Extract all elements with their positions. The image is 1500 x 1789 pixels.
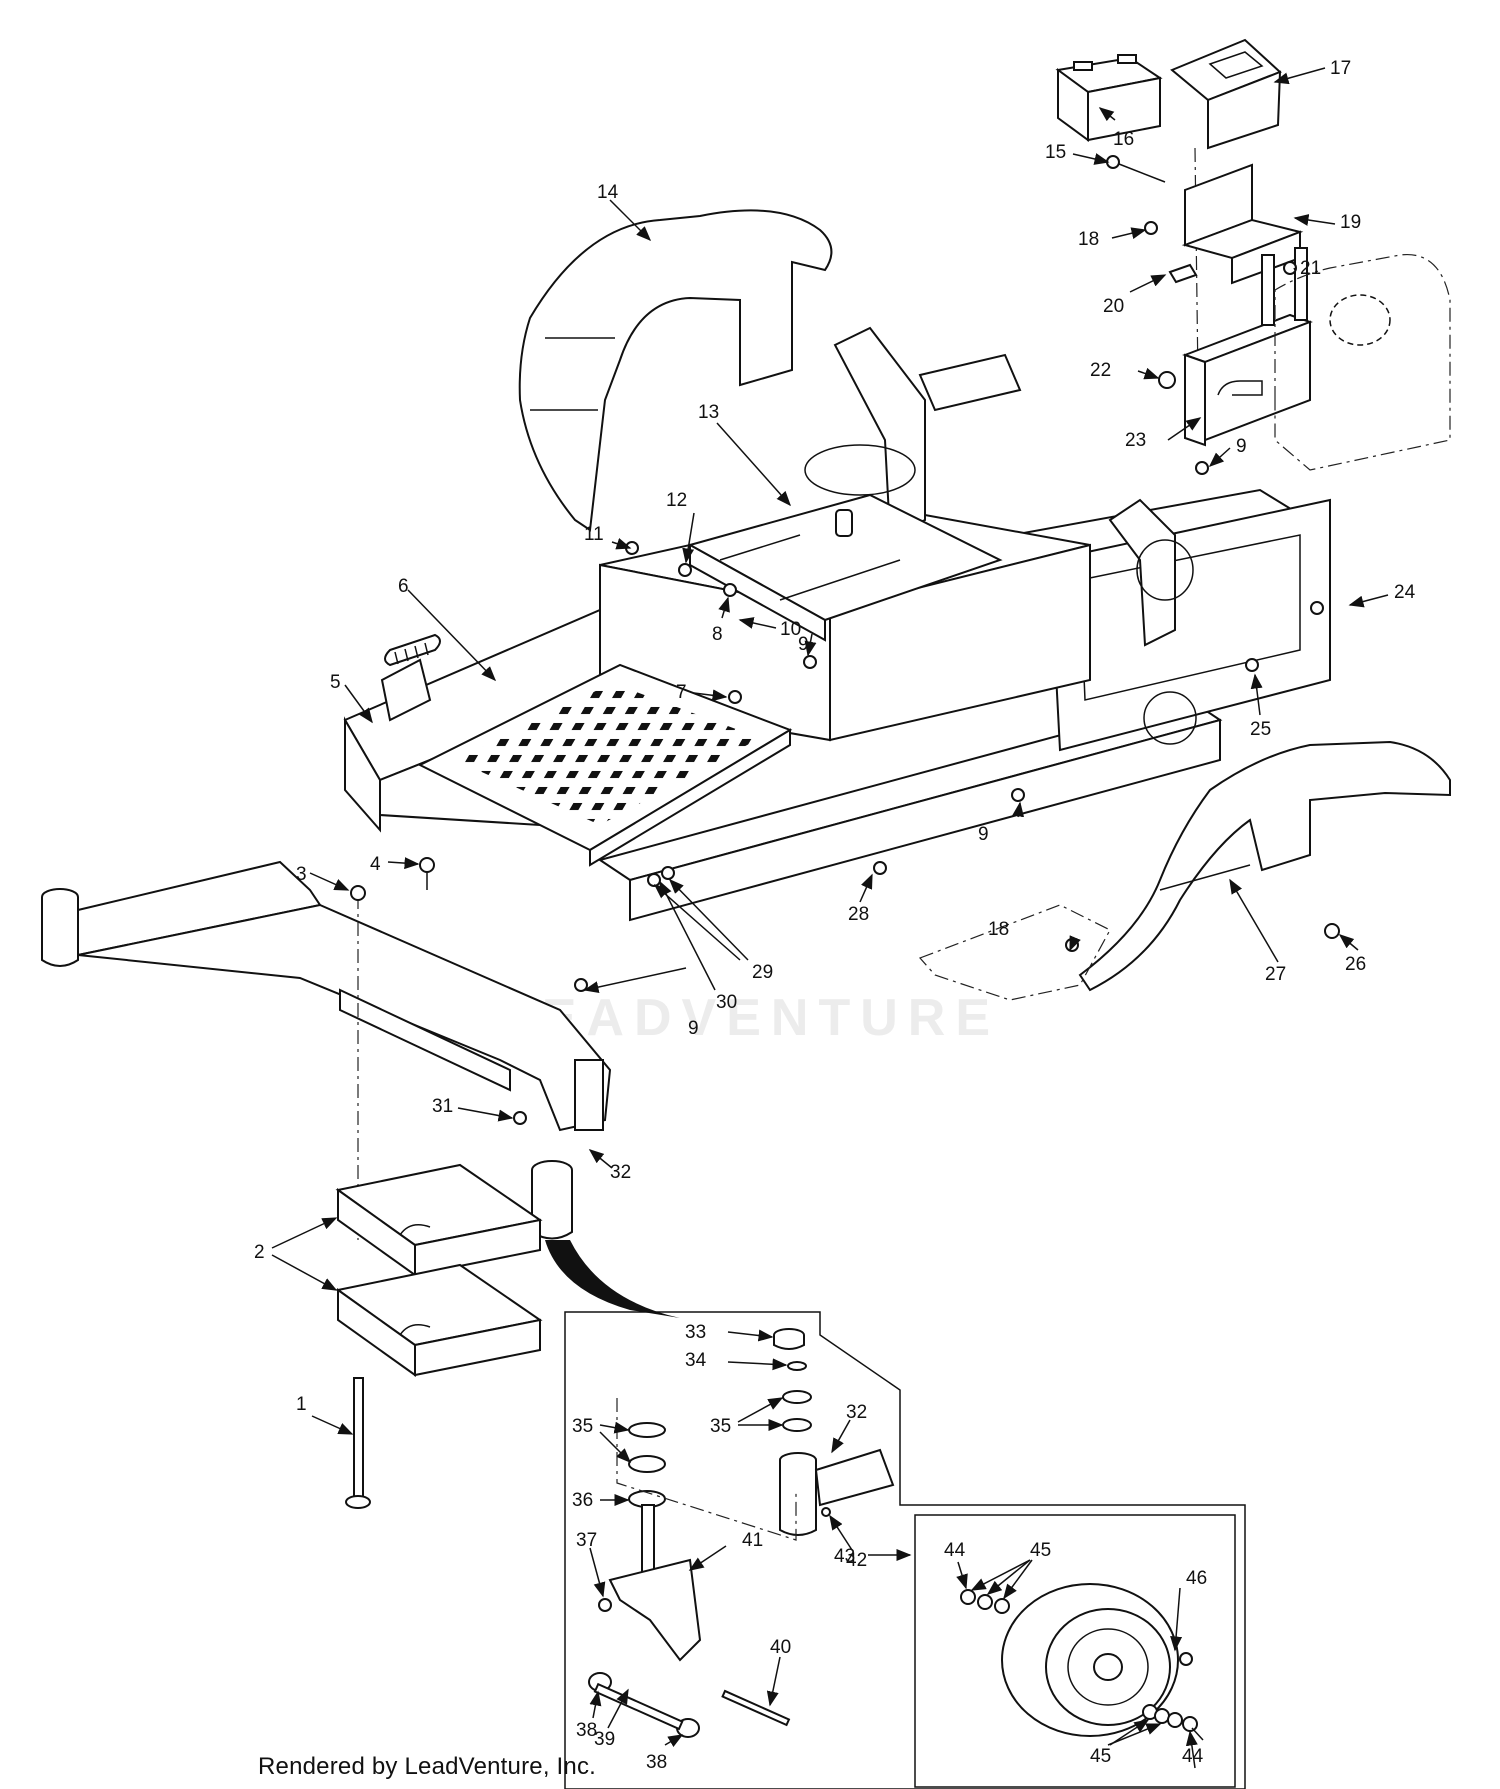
callout-16: 16 xyxy=(1113,129,1134,150)
battery xyxy=(1055,54,1163,142)
callout-labels: 1 2 3 4 5 6 7 8 9 10 11 12 13 14 15 16 1… xyxy=(254,58,1416,1773)
callout-40: 40 xyxy=(770,1637,791,1658)
callout-1: 1 xyxy=(296,1394,307,1415)
callout-33: 33 xyxy=(685,1322,706,1343)
callout-35b: 35 xyxy=(572,1416,593,1437)
callout-23: 23 xyxy=(1125,430,1146,451)
battery-bracket xyxy=(1181,163,1304,285)
callout-11: 11 xyxy=(584,524,604,545)
callout-7: 7 xyxy=(676,682,687,703)
callout-18a: 18 xyxy=(1078,229,1099,250)
callout-9b: 9 xyxy=(1236,436,1247,457)
callout-41: 41 xyxy=(742,1530,763,1551)
callout-45b: 45 xyxy=(1090,1746,1111,1767)
leader-lines xyxy=(271,67,1389,1769)
callout-15: 15 xyxy=(1045,142,1066,163)
callout-42: 42 xyxy=(846,1550,867,1571)
callout-29: 29 xyxy=(752,962,773,983)
callout-5: 5 xyxy=(330,672,341,693)
callout-39: 39 xyxy=(594,1729,615,1750)
long-bolt xyxy=(345,1377,371,1509)
callout-44b: 44 xyxy=(1182,1746,1204,1767)
callout-22: 22 xyxy=(1090,360,1111,381)
render-credit: Rendered by LeadVenture, Inc. xyxy=(258,1753,597,1780)
front-wheel xyxy=(960,1583,1198,1737)
callout-21: 21 xyxy=(1300,258,1321,279)
front-weights xyxy=(335,1163,543,1377)
callout-36: 36 xyxy=(572,1490,593,1511)
callout-9a: 9 xyxy=(798,634,809,655)
callout-13: 13 xyxy=(698,402,719,423)
callout-26: 26 xyxy=(1345,954,1366,975)
pedal-spring xyxy=(380,633,441,722)
callout-17: 17 xyxy=(1330,58,1351,79)
callout-25: 25 xyxy=(1250,719,1271,740)
callout-6: 6 xyxy=(398,576,409,597)
callout-12: 12 xyxy=(666,490,687,511)
callout-38a: 38 xyxy=(576,1720,597,1741)
callout-38b: 38 xyxy=(646,1752,667,1773)
battery-cover xyxy=(1170,38,1282,150)
wheel-detail-box xyxy=(914,1514,1236,1788)
callout-9c: 9 xyxy=(978,824,989,845)
callout-24: 24 xyxy=(1394,582,1416,603)
callout-20: 20 xyxy=(1103,296,1124,317)
callout-10: 10 xyxy=(780,619,801,640)
callout-30: 30 xyxy=(716,992,737,1013)
detail-box xyxy=(564,1311,1246,1789)
callout-34: 34 xyxy=(685,1350,707,1371)
callout-27: 27 xyxy=(1265,964,1286,985)
callout-35a: 35 xyxy=(710,1416,731,1437)
callout-32a: 32 xyxy=(610,1162,631,1183)
callout-3: 3 xyxy=(296,864,307,885)
callout-45a: 45 xyxy=(1030,1540,1051,1561)
callout-9d: 9 xyxy=(688,1018,699,1039)
spindle-housing xyxy=(531,1160,680,1318)
callout-31: 31 xyxy=(432,1096,453,1117)
right-fender xyxy=(1078,740,1451,992)
callout-28: 28 xyxy=(848,904,869,925)
front-axle xyxy=(41,860,612,1132)
left-fender xyxy=(518,209,833,532)
callout-46: 46 xyxy=(1186,1568,1207,1589)
callout-37: 37 xyxy=(576,1530,597,1551)
callout-4: 4 xyxy=(370,854,381,875)
callout-18b: 18 xyxy=(988,919,1009,940)
callout-14: 14 xyxy=(597,182,619,203)
callout-19: 19 xyxy=(1340,212,1361,233)
floor-grate xyxy=(417,663,793,867)
callout-43: 43 xyxy=(834,1546,855,1567)
callout-44a: 44 xyxy=(944,1540,966,1561)
callout-32b: 32 xyxy=(846,1402,867,1423)
callout-2: 2 xyxy=(254,1242,265,1263)
spindle-parts xyxy=(588,1328,895,1738)
callout-8: 8 xyxy=(712,624,723,645)
